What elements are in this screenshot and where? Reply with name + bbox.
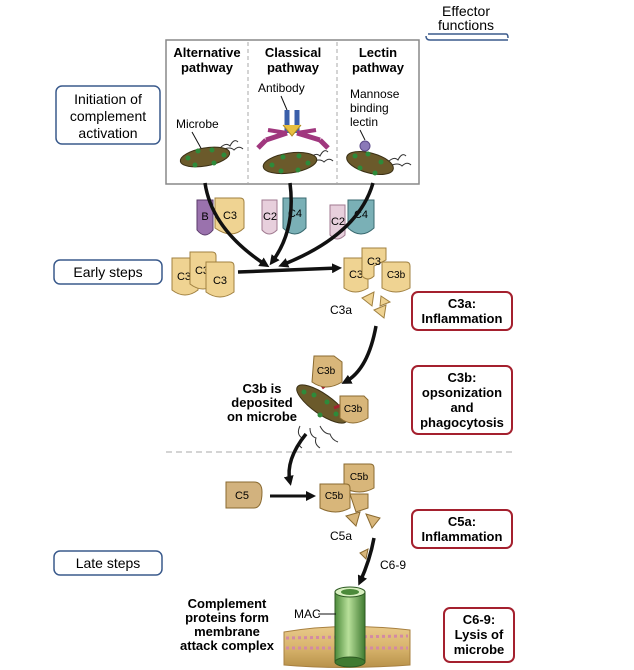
svg-text:and: and bbox=[450, 400, 473, 415]
mac-caption: Complement proteins form membrane attack… bbox=[180, 596, 275, 653]
svg-text:pathway: pathway bbox=[181, 60, 234, 75]
c6-9-label: C6-9 bbox=[380, 558, 406, 572]
svg-text:C5: C5 bbox=[235, 490, 249, 502]
svg-text:C3b: C3b bbox=[344, 404, 363, 415]
c6-9-fragments bbox=[359, 548, 369, 561]
pathway-title-alternative: Alternative pathway bbox=[173, 45, 240, 75]
c3-cluster-right: C3 C3 C3b bbox=[343, 247, 411, 293]
c3b-deposit-label: C3b is deposited on microbe bbox=[227, 381, 297, 424]
svg-text:C3: C3 bbox=[213, 275, 227, 287]
svg-text:functions: functions bbox=[438, 17, 494, 33]
pathway-title-lectin: Lectin pathway bbox=[352, 45, 405, 75]
svg-text:phagocytosis: phagocytosis bbox=[420, 415, 504, 430]
svg-text:C3: C3 bbox=[177, 271, 191, 283]
svg-text:C3b is: C3b is bbox=[242, 381, 281, 396]
svg-text:deposited: deposited bbox=[231, 395, 292, 410]
svg-text:C3b: C3b bbox=[317, 366, 336, 377]
stage-label-late: Late steps bbox=[53, 550, 163, 576]
protein-b: B bbox=[196, 199, 214, 236]
c5a-fragments: C5a bbox=[330, 511, 381, 543]
protein-c5: C5 bbox=[225, 481, 263, 509]
protein-c4-lectin: C4 bbox=[347, 199, 375, 235]
effector-box-c5a: C5a: Inflammation bbox=[411, 509, 513, 549]
c3a-fragments: C3a bbox=[330, 291, 392, 319]
stage-label-early: Early steps bbox=[53, 259, 163, 285]
converging-arrows bbox=[203, 182, 375, 274]
svg-text:opsonization: opsonization bbox=[422, 385, 502, 400]
pathway-title-classical: Classical pathway bbox=[265, 45, 321, 75]
svg-text:C2: C2 bbox=[263, 211, 277, 223]
svg-text:Antibody: Antibody bbox=[258, 81, 305, 95]
c3b-deposited-microbe: C3b C3b bbox=[296, 355, 369, 449]
microbe-lectin bbox=[346, 151, 412, 176]
effector-box-c3a: C3a: Inflammation bbox=[411, 291, 513, 331]
arrow-to-c5-stage bbox=[283, 432, 308, 486]
svg-text:Early steps: Early steps bbox=[73, 264, 142, 280]
svg-text:C3a:: C3a: bbox=[448, 296, 476, 311]
svg-text:membrane: membrane bbox=[194, 624, 260, 639]
svg-text:binding: binding bbox=[350, 101, 389, 115]
effector-box-c6-9: C6-9: Lysis of microbe bbox=[443, 607, 515, 663]
svg-text:C3b:: C3b: bbox=[448, 370, 477, 385]
svg-text:Inflammation: Inflammation bbox=[422, 529, 503, 544]
svg-text:C5b: C5b bbox=[350, 472, 369, 483]
svg-text:C2: C2 bbox=[331, 216, 345, 228]
svg-text:C5a:: C5a: bbox=[448, 514, 476, 529]
svg-text:Complement: Complement bbox=[188, 596, 267, 611]
svg-text:C5a: C5a bbox=[330, 529, 352, 543]
svg-text:C6-9:: C6-9: bbox=[463, 612, 496, 627]
svg-text:MAC: MAC bbox=[294, 607, 321, 621]
effector-functions-label: Effector functions bbox=[425, 3, 509, 41]
c3-cluster-left: C3 C3 C3 bbox=[171, 251, 235, 298]
svg-text:C3a: C3a bbox=[330, 303, 352, 317]
svg-text:C5b: C5b bbox=[325, 491, 344, 502]
svg-text:Effector: Effector bbox=[442, 3, 490, 19]
microbe-classical bbox=[262, 150, 334, 175]
svg-text:Mannose: Mannose bbox=[350, 87, 400, 101]
svg-text:attack complex: attack complex bbox=[180, 638, 275, 653]
svg-text:Lysis of: Lysis of bbox=[455, 627, 504, 642]
protein-c2-classical: C2 bbox=[261, 199, 278, 235]
c5b-cluster: C5b C5b bbox=[319, 463, 375, 513]
antibody: Antibody bbox=[256, 81, 330, 150]
svg-text:on microbe: on microbe bbox=[227, 409, 297, 424]
svg-text:pathway: pathway bbox=[352, 60, 405, 75]
svg-text:Classical: Classical bbox=[265, 45, 321, 60]
svg-text:B: B bbox=[201, 211, 208, 223]
protein-c3-alternative: C3 bbox=[214, 197, 245, 235]
svg-text:C3: C3 bbox=[367, 256, 381, 268]
svg-text:activation: activation bbox=[78, 125, 137, 141]
mannose-binding-lectin: Mannose binding lectin bbox=[350, 87, 400, 152]
svg-text:Microbe: Microbe bbox=[176, 117, 219, 131]
svg-text:C3: C3 bbox=[349, 269, 363, 281]
svg-text:Initiation of: Initiation of bbox=[74, 91, 142, 107]
arrow-to-mac bbox=[357, 537, 376, 586]
svg-text:complement: complement bbox=[70, 108, 146, 124]
stage-label-initiation: Initiation of complement activation bbox=[55, 85, 161, 145]
svg-text:Inflammation: Inflammation bbox=[422, 311, 503, 326]
svg-text:Lectin: Lectin bbox=[359, 45, 397, 60]
svg-text:Alternative: Alternative bbox=[173, 45, 240, 60]
svg-text:C3b: C3b bbox=[387, 270, 406, 281]
svg-text:pathway: pathway bbox=[267, 60, 320, 75]
svg-text:microbe: microbe bbox=[454, 642, 505, 657]
microbe-alternative: Microbe bbox=[176, 117, 244, 168]
svg-text:C3: C3 bbox=[223, 210, 237, 222]
svg-text:lectin: lectin bbox=[350, 115, 378, 129]
effector-box-c3b: C3b: opsonization and phagocytosis bbox=[411, 365, 513, 435]
arrow-to-c3b-deposit bbox=[341, 325, 378, 384]
svg-text:proteins form: proteins form bbox=[185, 610, 269, 625]
svg-text:Late steps: Late steps bbox=[76, 555, 141, 571]
mac-pore: MAC bbox=[294, 586, 366, 668]
